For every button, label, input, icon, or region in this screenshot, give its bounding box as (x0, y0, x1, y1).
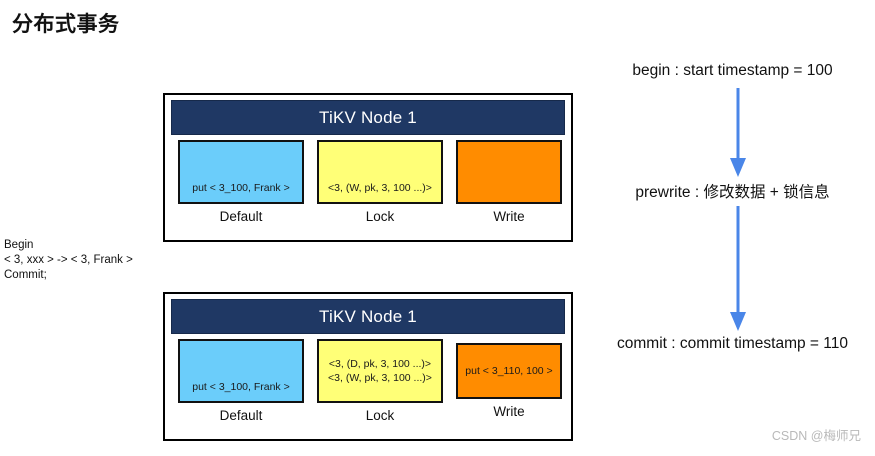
tikv-node-header: TiKV Node 1 (171, 100, 565, 135)
column-family-area: put < 3_100, Frank > Default <3, (D, pk,… (165, 339, 571, 439)
write-cf-label: Write (493, 209, 525, 224)
default-cf-label: Default (219, 209, 263, 224)
tikv-node-card-commit: TiKV Node 1 put < 3_100, Frank > Default… (163, 292, 573, 441)
arrow-down-icon (730, 206, 746, 331)
tikv-node-card-prewrite: TiKV Node 1 put < 3_100, Frank > Default… (163, 93, 573, 242)
lock-cf-label: Lock (365, 408, 395, 423)
timeline-step-begin: begin : start timestamp = 100 (632, 62, 833, 79)
tikv-node-header: TiKV Node 1 (171, 299, 565, 334)
sql-line-update: < 3, xxx > -> < 3, Frank > (4, 254, 133, 266)
column-family-lock: <3, (D, pk, 3, 100 ...)> <3, (W, pk, 3, … (317, 339, 443, 423)
default-cf-entry: put < 3_100, Frank > (192, 381, 290, 393)
write-cf-box[interactable]: put < 3_110, 100 > (456, 343, 562, 399)
default-cf-entry: put < 3_100, Frank > (192, 182, 290, 194)
sql-line-commit: Commit; (4, 269, 47, 281)
arrow-down-icon (730, 88, 746, 177)
column-family-write: Write (456, 140, 562, 224)
write-cf-label: Write (493, 404, 525, 419)
lock-cf-entry-1: <3, (D, pk, 3, 100 ...)> (328, 358, 432, 370)
lock-cf-box[interactable]: <3, (W, pk, 3, 100 ...)> (317, 140, 443, 204)
lock-cf-entry-2: <3, (W, pk, 3, 100 ...)> (328, 372, 432, 384)
column-family-write: put < 3_110, 100 > Write (456, 339, 562, 419)
write-cf-entry: put < 3_110, 100 > (465, 365, 553, 377)
watermark: CSDN @梅师兄 (771, 429, 861, 443)
default-cf-box[interactable]: put < 3_100, Frank > (178, 140, 304, 204)
lock-cf-label: Lock (365, 209, 395, 224)
column-family-area: put < 3_100, Frank > Default <3, (W, pk,… (165, 140, 571, 240)
timeline-step-prewrite: prewrite : 修改数据 + 锁信息 (635, 184, 830, 201)
default-cf-label: Default (219, 408, 263, 423)
sql-line-begin: Begin (4, 239, 34, 251)
column-family-default: put < 3_100, Frank > Default (178, 140, 304, 224)
lock-cf-entry: <3, (W, pk, 3, 100 ...)> (328, 182, 432, 194)
column-family-default: put < 3_100, Frank > Default (178, 339, 304, 423)
lock-cf-box[interactable]: <3, (D, pk, 3, 100 ...)> <3, (W, pk, 3, … (317, 339, 443, 403)
transaction-sql-snippet: Begin < 3, xxx > -> < 3, Frank > Commit; (4, 238, 133, 283)
timeline-step-commit: commit : commit timestamp = 110 (617, 335, 848, 352)
page-title: 分布式事务 (12, 13, 120, 36)
write-cf-box[interactable] (456, 140, 562, 204)
default-cf-box[interactable]: put < 3_100, Frank > (178, 339, 304, 403)
column-family-lock: <3, (W, pk, 3, 100 ...)> Lock (317, 140, 443, 224)
